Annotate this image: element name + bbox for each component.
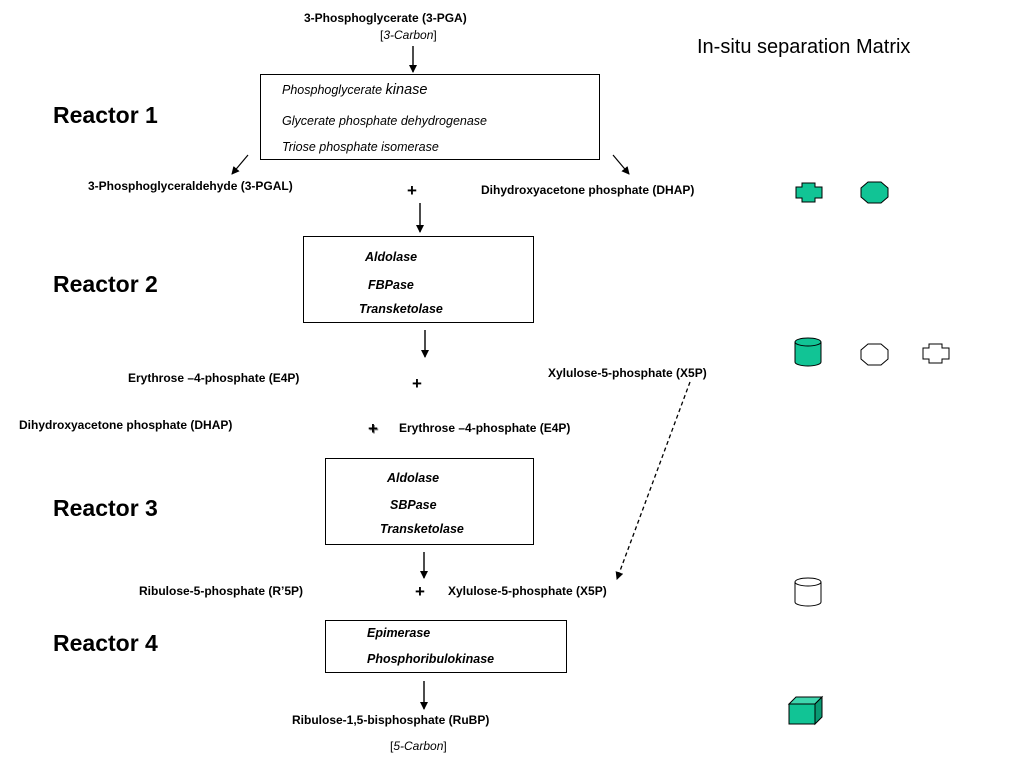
molecule-pgal: 3-Phosphoglyceraldehyde (3-PGAL) (88, 179, 293, 193)
enzyme-epimerase: Epimerase (367, 626, 431, 640)
reactor-1-box (260, 74, 600, 160)
start-molecule: 3-Phosphoglycerate (3-PGA) (304, 11, 467, 25)
enzyme-transketolase: Transketolase (359, 302, 443, 316)
molecule-dhap-right: Dihydroxyacetone phosphate (DHAP) (481, 183, 695, 197)
reactor-3-box (325, 458, 534, 545)
molecule-rubp: Ribulose-1,5-bisphosphate (RuBP) (292, 713, 490, 727)
plus-sign: + (415, 582, 425, 601)
reactor-2-label: Reactor 2 (53, 271, 158, 297)
enzyme-triose-phosphate-isomerase: Triose phosphate isomerase (282, 140, 439, 154)
enzyme-glycerate-phosphate-dehydrogenase: Glycerate phosphate dehydrogenase (282, 114, 488, 128)
teal-cylinder-icon (794, 337, 822, 367)
teal-octagon-icon (860, 181, 889, 204)
enzyme-transketolase: Transketolase (380, 522, 464, 536)
arrow-reactor1-to-pgal (231, 154, 249, 175)
reactor-2-box (303, 236, 534, 323)
enzyme-sbpase: SBPase (390, 498, 437, 512)
enzyme-phosphoribulokinase: Phosphoribulokinase (367, 652, 495, 666)
plus-sign: + (368, 419, 378, 438)
end-carbon-label: [5-Carbon] (390, 739, 447, 753)
plus-sign: + (407, 181, 417, 200)
arrow-x5p-dashed (615, 381, 691, 580)
matrix-title: In-situ separation Matrix (697, 36, 911, 58)
molecule-e4p-left: Erythrose –4-phosphate (E4P) (128, 371, 300, 385)
molecule-dhap-left: Dihydroxyacetone phosphate (DHAP) (19, 418, 233, 432)
white-octagon-icon (860, 343, 889, 366)
molecule-r5p: Ribulose-5-phosphate (R’5P) (139, 584, 304, 598)
molecule-x5p-right: Xylulose-5-phosphate (X5P) (548, 366, 707, 380)
enzyme-fbpase: FBPase (368, 278, 414, 292)
arrow-reactor1-to-dhap (612, 154, 630, 175)
plus-sign: + (412, 374, 422, 393)
reactor-1-label: Reactor 1 (53, 102, 158, 128)
molecule-x5p-mid: Xylulose-5-phosphate (X5P) (448, 584, 607, 598)
molecule-e4p-mid: Erythrose –4-phosphate (E4P) (399, 421, 571, 435)
enzyme-aldolase: Aldolase (387, 471, 440, 485)
start-carbon-label: [3-Carbon] (380, 28, 437, 42)
teal-cube-icon (787, 695, 824, 726)
white-cylinder-icon (794, 577, 822, 607)
teal-cross-icon (795, 182, 823, 203)
enzyme-aldolase: Aldolase (365, 250, 418, 264)
reactor-3-label: Reactor 3 (53, 495, 158, 521)
enzyme-phosphoglycerate-kinase: Phosphoglycerate kinase (282, 82, 428, 98)
reactor-4-label: Reactor 4 (53, 630, 158, 656)
white-cross-icon (922, 343, 950, 364)
reactor-4-box (325, 620, 567, 673)
